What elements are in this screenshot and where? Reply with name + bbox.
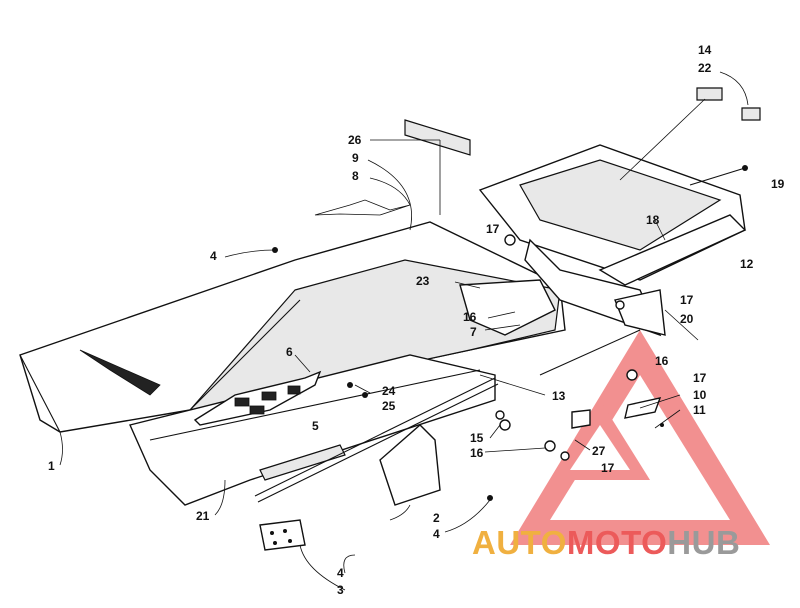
bolt-19 <box>689 165 748 186</box>
callout-21: 21 <box>196 509 210 523</box>
side-panel <box>129 354 496 506</box>
callout-17: 17 <box>486 222 500 236</box>
callout-8: 8 <box>352 169 359 183</box>
callout-7: 7 <box>470 325 477 339</box>
callout-26: 26 <box>348 133 362 147</box>
rear-rack <box>478 144 747 337</box>
callout-19: 19 <box>771 177 785 191</box>
callout-27: 27 <box>592 444 606 458</box>
leader-lines <box>59 71 749 591</box>
callout-4: 4 <box>337 566 344 580</box>
watermark-moto: MOTO <box>566 524 668 561</box>
rack-bracket <box>614 289 666 336</box>
hinge-23 <box>459 279 556 336</box>
watermark-auto: AUTO <box>472 524 567 561</box>
callout-9: 9 <box>352 151 359 165</box>
callout-3: 3 <box>337 583 344 597</box>
decals <box>696 87 761 121</box>
callout-10: 10 <box>693 388 707 402</box>
watermark-hub: HUB <box>667 524 741 561</box>
callout-5: 5 <box>312 419 319 433</box>
callout-1: 1 <box>48 459 55 473</box>
callout-4: 4 <box>433 527 440 541</box>
small-plate <box>259 519 306 551</box>
clip-brackets <box>539 329 662 429</box>
callout-17: 17 <box>693 371 707 385</box>
rail <box>254 377 499 503</box>
callout-labels: 14 22 26 9 8 19 17 18 4 12 23 17 20 16 7… <box>48 43 785 597</box>
callout-11: 11 <box>693 403 706 417</box>
callout-17: 17 <box>680 293 694 307</box>
callout-6: 6 <box>286 345 293 359</box>
watermark-text: AUTOMOTOHUB <box>472 524 740 562</box>
callout-16: 16 <box>470 446 484 460</box>
watermark-logo <box>510 330 770 545</box>
checkered-emblem <box>193 370 322 426</box>
callout-13: 13 <box>552 389 566 403</box>
callout-25: 25 <box>382 399 396 413</box>
callout-24: 24 <box>382 384 396 398</box>
callout-14: 14 <box>698 43 712 57</box>
strip-26 <box>404 119 471 156</box>
callout-17: 17 <box>601 461 615 475</box>
stand-bracket <box>379 424 441 506</box>
callout-23: 23 <box>416 274 430 288</box>
callout-4: 4 <box>210 249 217 263</box>
callout-12: 12 <box>740 257 754 271</box>
callout-20: 20 <box>680 312 694 326</box>
decal-8 <box>314 199 411 216</box>
fasteners <box>272 234 664 501</box>
callout-15: 15 <box>470 431 484 445</box>
callout-22: 22 <box>698 61 712 75</box>
callout-16: 16 <box>463 310 477 324</box>
callout-16: 16 <box>655 354 669 368</box>
callout-2: 2 <box>433 511 440 525</box>
callout-18: 18 <box>646 213 660 227</box>
